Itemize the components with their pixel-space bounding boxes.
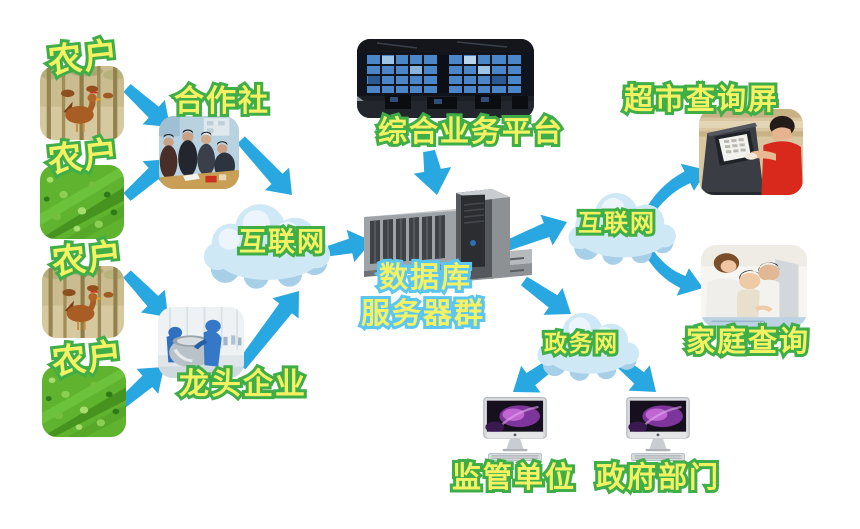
desktop-computer-illustration xyxy=(483,396,547,461)
factory-illustration xyxy=(158,307,244,378)
farmer-label-3-text: 农户 xyxy=(49,236,126,282)
gov-network-label-outline: 政务网 xyxy=(541,327,620,359)
flow-arrow xyxy=(643,246,703,296)
farmer-label-1-text: 农户 xyxy=(45,35,122,81)
chicken-farm-photo xyxy=(42,266,124,338)
vegetable-field-illustration xyxy=(40,165,124,239)
database-label-line2: 服务器群服务器群 xyxy=(358,295,486,333)
regulator-label: 监管单位监管单位 xyxy=(449,459,577,497)
cooperative-photo xyxy=(159,116,239,189)
farmer-label-4: 农户农户 xyxy=(47,334,129,385)
vegetable-field-photo xyxy=(42,366,126,437)
flow-arrow xyxy=(123,270,168,317)
cloud-shape xyxy=(537,312,640,381)
cooperative-label: 合作社合作社 xyxy=(171,82,271,121)
internet-cloud-icon xyxy=(200,198,336,289)
chicken-farm-illustration xyxy=(40,66,124,140)
enterprise-label-text: 龙头企业 xyxy=(179,368,307,401)
flow-arrow xyxy=(115,367,164,410)
flow-arrow xyxy=(413,149,452,195)
cooperative-label-outline: 合作社 xyxy=(171,82,271,121)
cooperative-label-text: 合作社 xyxy=(174,85,270,118)
control-room-illustration xyxy=(357,39,534,118)
desktop-computer-icon xyxy=(619,396,697,466)
internet-right-label-text: 互联网 xyxy=(578,210,656,237)
family-photo xyxy=(701,245,807,327)
supermarket-label-outline: 超市查询屏 xyxy=(621,81,780,119)
internet-right-label: 互联网互联网 xyxy=(575,207,657,240)
government-label-outline: 政府部门 xyxy=(593,459,721,497)
vegetable-field-photo xyxy=(40,165,124,239)
cooperative-illustration xyxy=(159,116,239,189)
home-query-label-outline: 家庭查询 xyxy=(683,323,811,361)
flow-arrow xyxy=(643,163,707,219)
farmer-label-2: 农户农户 xyxy=(43,132,125,183)
flow-arrow xyxy=(504,214,567,251)
platform-label: 综合业务平台综合业务平台 xyxy=(375,113,565,151)
control-room-photo xyxy=(357,39,534,118)
database-label-line1-outline: 数据库 xyxy=(376,259,473,297)
farmer-label-1: 农户农户 xyxy=(43,33,125,84)
regulator-label-text: 监管单位 xyxy=(452,462,577,494)
internet-left-label-text: 互联网 xyxy=(239,227,326,257)
cloud-shape xyxy=(568,192,676,265)
supermarket-label-text: 超市查询屏 xyxy=(624,84,780,116)
platform-label-text: 综合业务平台 xyxy=(378,116,565,148)
enterprise-label-outline: 龙头企业 xyxy=(176,365,308,404)
factory-photo xyxy=(158,307,244,378)
chicken-farm-photo xyxy=(40,66,124,140)
internet-cloud-icon xyxy=(562,188,684,265)
supermarket-label: 超市查询屏超市查询屏 xyxy=(621,81,780,119)
flow-arrow xyxy=(236,291,299,370)
flow-arrow xyxy=(123,159,170,201)
gov-network-label: 政务网政务网 xyxy=(541,327,620,359)
farmer-label-3: 农户农户 xyxy=(47,234,129,285)
flow-arrow xyxy=(123,84,170,127)
farmer-label-4-text: 农户 xyxy=(49,336,126,382)
government-label: 政府部门政府部门 xyxy=(593,459,721,497)
database-label-line1: 数据库数据库 xyxy=(376,259,473,297)
family-illustration xyxy=(701,245,807,327)
flow-arrow xyxy=(521,276,571,315)
regulator-label-outline: 监管单位 xyxy=(449,459,577,497)
gov-network-cloud-icon xyxy=(526,308,652,381)
desktop-computer-icon xyxy=(476,396,554,466)
internet-right-label-outline: 互联网 xyxy=(575,207,657,240)
database-label-line1-text: 数据库 xyxy=(379,262,473,294)
farmer-label-2-text: 农户 xyxy=(45,134,122,180)
internet-left-label-outline: 互联网 xyxy=(236,224,327,259)
home-query-label-text: 家庭查询 xyxy=(686,326,811,358)
chicken-farm-illustration xyxy=(42,266,124,338)
database-label-line2-text: 服务器群 xyxy=(361,298,486,330)
government-label-text: 政府部门 xyxy=(596,462,721,494)
server-cluster-illustration xyxy=(364,189,532,285)
desktop-computer-illustration xyxy=(626,396,690,461)
server-cluster-graphic xyxy=(360,183,532,295)
flow-arrow xyxy=(237,136,292,195)
home-query-label: 家庭查询家庭查询 xyxy=(683,323,811,361)
kiosk-illustration xyxy=(699,109,803,195)
enterprise-label: 龙头企业龙头企业 xyxy=(176,365,308,404)
database-label-line2-outline: 服务器群 xyxy=(358,295,486,333)
vegetable-field-illustration xyxy=(42,366,126,437)
kiosk-photo xyxy=(699,109,803,195)
platform-label-outline: 综合业务平台 xyxy=(375,113,565,151)
flow-arrow xyxy=(327,229,372,263)
gov-network-label-text: 政务网 xyxy=(544,330,619,356)
cloud-shape xyxy=(203,204,331,289)
internet-left-label: 互联网互联网 xyxy=(236,224,327,259)
